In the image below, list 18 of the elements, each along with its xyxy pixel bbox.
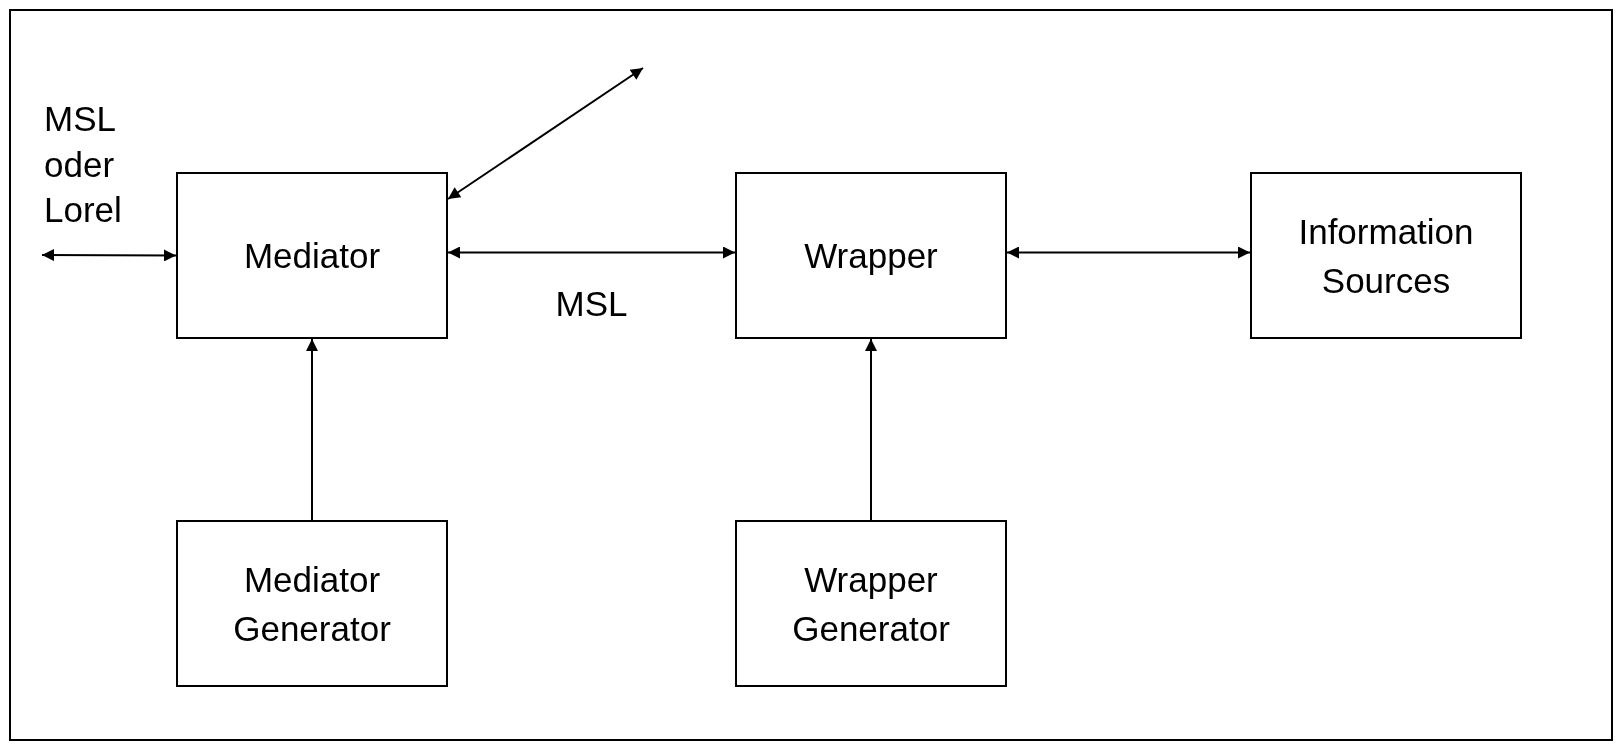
arrow xyxy=(447,67,644,200)
box-label: Wrapper Generator xyxy=(791,558,951,650)
box-label: Mediator Generator xyxy=(232,558,392,650)
edge-label: MSL xyxy=(554,282,629,325)
note-text: MSL oder Lorel xyxy=(44,98,123,231)
process-box xyxy=(176,520,448,687)
box-label: Wrapper xyxy=(804,235,938,277)
arrow xyxy=(447,246,736,259)
box-label: Information Sources xyxy=(1297,210,1475,302)
box-label: Mediator xyxy=(243,235,381,277)
process-box xyxy=(735,520,1007,687)
process-box xyxy=(176,172,448,339)
process-box xyxy=(735,172,1007,339)
arrow xyxy=(865,338,877,521)
arrow xyxy=(306,338,318,521)
process-box xyxy=(1250,172,1522,339)
arrow xyxy=(41,249,177,262)
arrow xyxy=(1006,246,1251,259)
